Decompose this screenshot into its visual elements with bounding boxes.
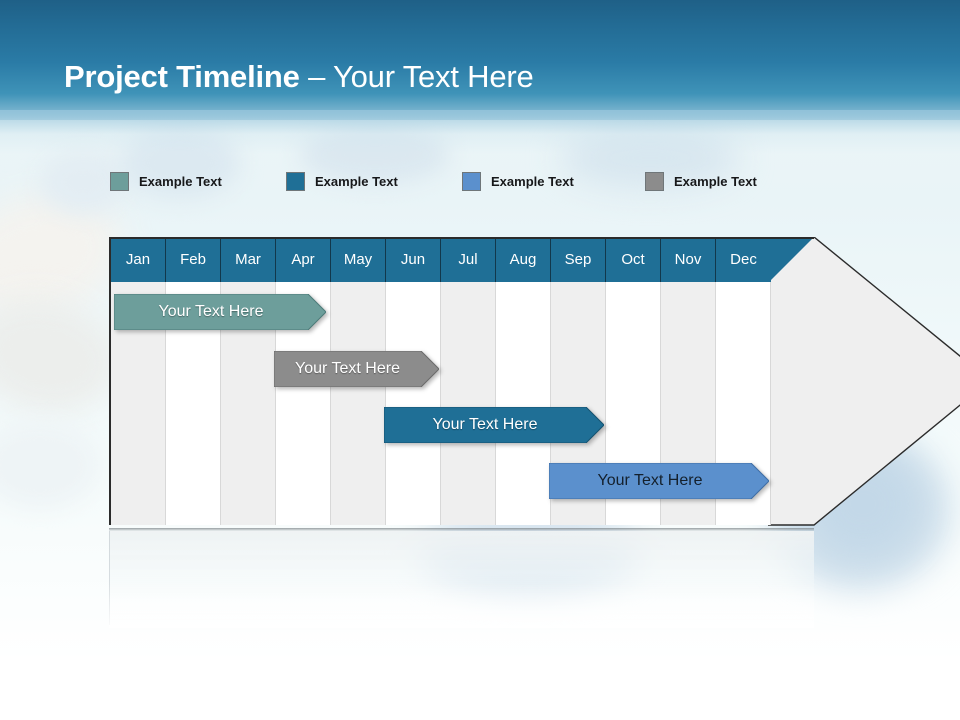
legend-item[interactable]: Example Text — [286, 170, 398, 192]
reflection-fade — [109, 528, 814, 628]
page-title-bold: Project Timeline — [64, 59, 300, 94]
month-header-oct[interactable]: Oct — [606, 237, 661, 282]
month-column-jul — [441, 237, 496, 525]
title-band — [0, 0, 960, 154]
month-column-jan — [111, 237, 166, 525]
month-header-dec[interactable]: Dec — [716, 237, 771, 282]
task-bar-2-shape — [274, 351, 439, 387]
legend-item[interactable]: Example Text — [462, 170, 574, 192]
month-header-jul[interactable]: Jul — [441, 237, 496, 282]
pebble-shape — [0, 420, 100, 510]
month-header-arrow-tail — [769, 237, 814, 282]
chart-reflection — [109, 528, 814, 628]
timeline-arrowhead — [768, 237, 960, 526]
legend: Example Text Example Text Example Text E… — [110, 170, 830, 194]
header-top-border — [109, 237, 814, 239]
month-header-jun[interactable]: Jun — [386, 237, 441, 282]
task-bar-2[interactable]: Your Text Here — [274, 351, 439, 387]
legend-item[interactable]: Example Text — [110, 170, 222, 192]
month-column-mar — [221, 237, 276, 525]
gantt-chart: Jan Feb Mar Apr May Jun Jul Aug Sep Oct … — [109, 237, 960, 526]
legend-swatch-icon — [110, 171, 129, 191]
page-title-separator: – — [299, 59, 334, 94]
legend-swatch-icon — [645, 171, 664, 191]
legend-swatch-icon — [462, 171, 481, 191]
month-header-feb[interactable]: Feb — [166, 237, 221, 282]
legend-item-label: Example Text — [491, 173, 574, 189]
reflection-top-edge — [109, 528, 814, 531]
legend-item-label: Example Text — [674, 173, 757, 189]
task-bar-3[interactable]: Your Text Here — [384, 407, 604, 443]
month-column-aug — [496, 237, 551, 525]
task-bar-3-shape — [384, 407, 604, 443]
page-title: Project Timeline – Your Text Here — [64, 59, 534, 95]
task-bar-1[interactable]: Your Text Here — [114, 294, 326, 330]
page-title-rest: Your Text Here — [333, 59, 534, 94]
legend-item[interactable]: Example Text — [645, 170, 757, 192]
task-bar-4[interactable]: Your Text Here — [549, 463, 769, 499]
month-column-feb — [166, 237, 221, 525]
month-header-aug[interactable]: Aug — [496, 237, 551, 282]
legend-item-label: Example Text — [315, 173, 398, 189]
month-header-may[interactable]: May — [331, 237, 386, 282]
legend-item-label: Example Text — [139, 173, 222, 189]
month-header-nov[interactable]: Nov — [661, 237, 716, 282]
reflection-body — [109, 531, 814, 625]
legend-swatch-icon — [286, 171, 305, 191]
task-bar-1-shape — [114, 294, 326, 330]
month-header-apr[interactable]: Apr — [276, 237, 331, 282]
month-header-jan[interactable]: Jan — [111, 237, 166, 282]
month-header-sep[interactable]: Sep — [551, 237, 606, 282]
month-header-mar[interactable]: Mar — [221, 237, 276, 282]
task-bar-4-shape — [549, 463, 769, 499]
